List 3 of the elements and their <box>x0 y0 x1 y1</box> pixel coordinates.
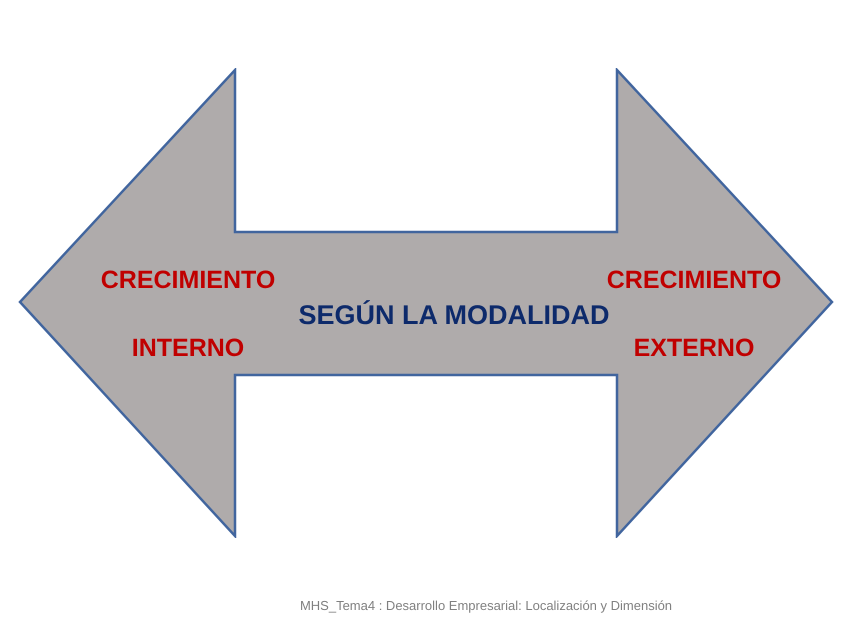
node-label: SEGÚN LA MODALIDAD <box>298 299 610 332</box>
node-label: CRECIMIENTO INTERNO <box>100 265 276 364</box>
footer-text: MHS_Tema4 : Desarrollo Empresarial: Localización y Dimensión <box>300 598 672 614</box>
